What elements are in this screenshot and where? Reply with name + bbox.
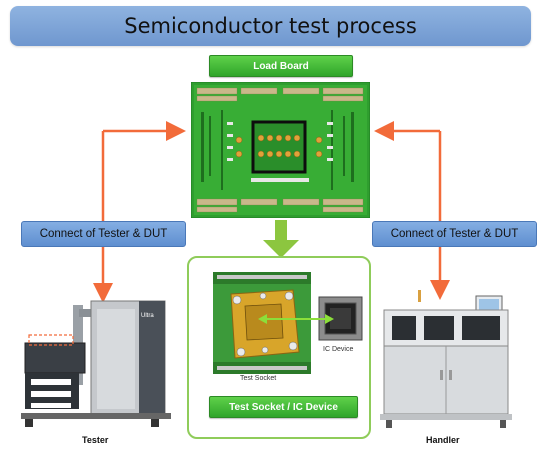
green-down-arrow [263,220,299,258]
connect-label-right: Connect of Tester & DUT [372,221,537,247]
socket-ic-double-arrow [258,312,334,326]
handler-label: Handler [426,435,460,445]
connect-label-left: Connect of Tester & DUT [21,221,186,247]
tester-badge-text: Ultra [141,313,154,319]
socket-ic-label: Test Socket / IC Device [209,396,358,418]
test-socket-caption: Test Socket [240,375,276,382]
handler-machine-image [380,290,512,430]
tester-machine-image: Ultra [21,295,181,432]
ic-device-caption: IC Device [323,346,353,353]
right-connection-arrow [384,131,440,290]
tester-label: Tester [82,435,108,445]
left-connection-arrow [103,131,176,293]
